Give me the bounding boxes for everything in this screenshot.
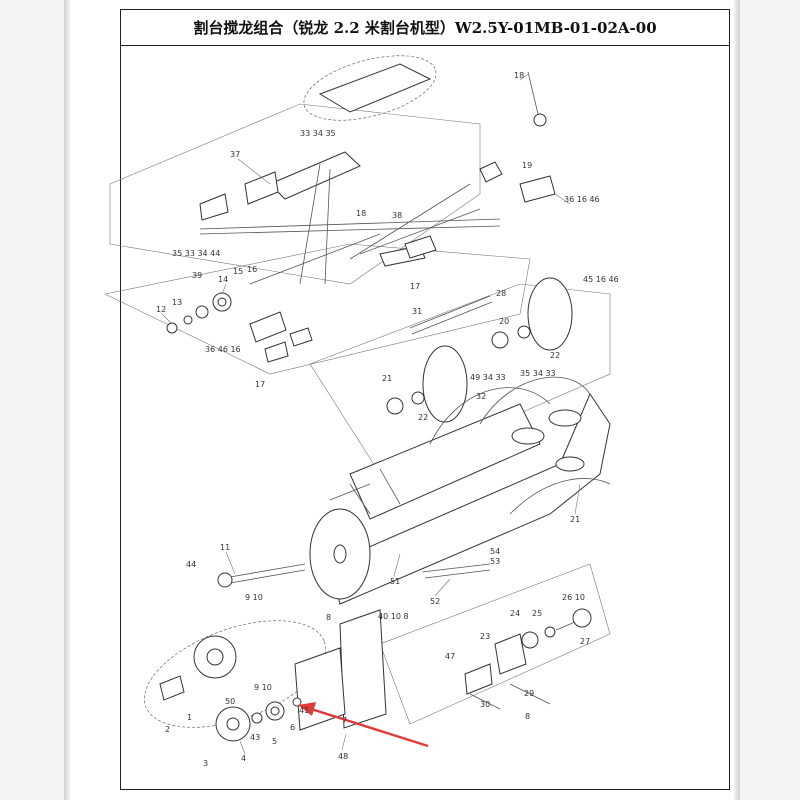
callout-17-left: 17	[255, 380, 265, 389]
callout-50: 50	[225, 697, 235, 706]
page-shadow-left	[64, 0, 70, 800]
callout-18-top: 18	[514, 71, 524, 80]
callout-11: 11	[220, 543, 230, 552]
callout-48: 48	[338, 752, 348, 761]
callout-6: 6	[290, 723, 295, 732]
callout-35-34-33: 35 34 33	[520, 369, 556, 378]
outline-shaft-group	[309, 283, 611, 475]
callout-19: 19	[522, 161, 532, 170]
callout-22-right: 22	[550, 351, 560, 360]
callout-31: 31	[412, 307, 422, 316]
highlight-arrow	[298, 702, 429, 748]
callout-38: 38	[392, 211, 402, 220]
drawing-sheet: 割台搅龙组合（锐龙 2.2 米割台机型）W2.5Y-01MB-01-02A-00	[70, 0, 734, 800]
callout-52: 52	[430, 597, 440, 606]
callout-21-right: 21	[570, 515, 580, 524]
drive-side-assembly	[159, 563, 592, 742]
page-shadow-right	[734, 0, 740, 800]
callout-47: 47	[445, 652, 455, 661]
callout-2: 2	[165, 725, 170, 734]
callout-30: 30	[480, 700, 490, 709]
callout-3: 3	[203, 759, 208, 768]
callout-22-mid: 22	[418, 413, 428, 422]
callout-28: 28	[496, 289, 506, 298]
callout-24: 24	[510, 609, 520, 618]
callout-53: 53	[490, 557, 500, 566]
callout-45-16-46: 45 16 46	[583, 275, 619, 284]
callout-44: 44	[186, 560, 196, 569]
auger-drum	[309, 376, 611, 605]
callout-9-10-lower: 9 10	[254, 683, 272, 692]
dash-ellipse-top	[303, 55, 437, 121]
callout-8-mid: 8	[326, 613, 331, 622]
callout-51: 51	[390, 577, 400, 586]
callout-49-34-33: 49 34 33	[470, 373, 506, 382]
callout-13: 13	[172, 298, 182, 307]
callout-20: 20	[499, 317, 509, 326]
drawing-title: 割台搅龙组合（锐龙 2.2 米割台机型）W2.5Y-01MB-01-02A-00	[121, 10, 729, 46]
outline-top-group	[109, 103, 481, 285]
callout-39: 39	[192, 271, 202, 280]
callout-36-46-16-left: 36 46 16	[205, 345, 241, 354]
callout-21-mid: 21	[382, 374, 392, 383]
outline-drive-group	[379, 563, 611, 725]
callout-41: 41	[299, 706, 309, 715]
dash-ellipse-chain	[144, 620, 326, 728]
callout-33-34-35: 33 34 35	[300, 129, 336, 138]
callout-35-33-34-44: 35 33 34 44	[172, 249, 220, 258]
callout-5: 5	[272, 737, 277, 746]
leader-lines	[161, 73, 581, 755]
callout-40-10-8: 40 10 8	[378, 612, 409, 621]
callout-36-16-46-top: 36 16 46	[564, 195, 600, 204]
drawing-frame: 割台搅龙组合（锐龙 2.2 米割台机型）W2.5Y-01MB-01-02A-00	[120, 9, 730, 790]
callout-54: 54	[490, 547, 500, 556]
callout-14: 14	[218, 275, 228, 284]
callout-25: 25	[532, 609, 542, 618]
exploded-parts-diagram: 18 33 34 35 37 19 36 16 46 18 38 35 33 3…	[104, 55, 619, 768]
callout-17-mid: 17	[410, 282, 420, 291]
callout-1: 1	[187, 713, 192, 722]
reel-arm-assembly	[166, 63, 556, 363]
callout-labels: 18 33 34 35 37 19 36 16 46 18 38 35 33 3…	[156, 71, 619, 768]
callout-43: 43	[250, 733, 260, 742]
callout-15: 15	[233, 267, 243, 276]
callout-12: 12	[156, 305, 166, 314]
callout-29: 29	[524, 689, 534, 698]
shaft-assembly	[386, 277, 573, 423]
callout-26-10: 26 10	[562, 593, 585, 602]
callout-16: 16	[247, 265, 257, 274]
callout-9-10-mid: 9 10	[245, 593, 263, 602]
callout-4: 4	[241, 754, 246, 763]
outline-mid-group	[104, 243, 531, 375]
callout-37: 37	[230, 150, 240, 159]
callout-32: 32	[476, 392, 486, 401]
callout-23: 23	[480, 632, 490, 641]
callout-18-mid: 18	[356, 209, 366, 218]
assembly-outlines	[104, 55, 611, 728]
callout-8-right: 8	[525, 712, 530, 721]
callout-27: 27	[580, 637, 590, 646]
callout-7: 7	[342, 716, 347, 725]
